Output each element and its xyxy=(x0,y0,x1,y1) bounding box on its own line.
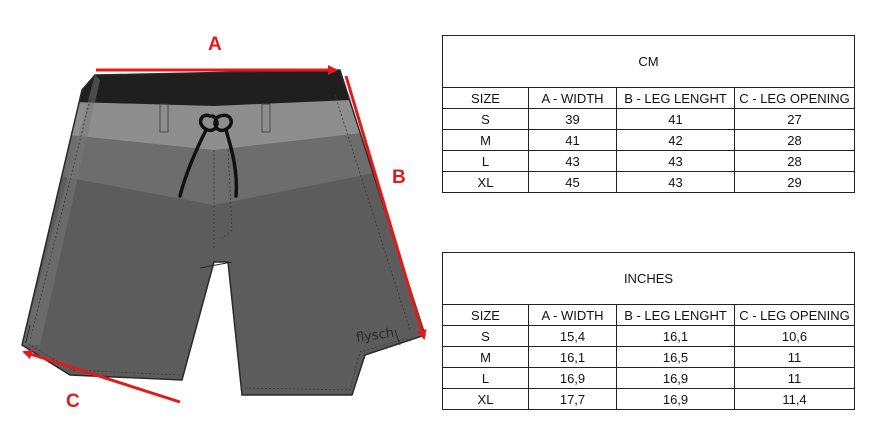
table-row: XL 45 43 29 xyxy=(442,171,856,193)
table-cell: 42 xyxy=(616,129,735,151)
table-cell: 45 xyxy=(528,171,617,193)
column-header-leg-opening: C - LEG OPENING xyxy=(734,304,855,326)
table-cell: S xyxy=(442,108,529,130)
table-cell: 28 xyxy=(733,150,856,172)
column-header-width: A - WIDTH xyxy=(528,304,617,326)
column-header-leg-length: B - LEG LENGHT xyxy=(616,87,735,109)
table-row: S 15,4 16,1 10,6 xyxy=(442,325,855,347)
table-row: M 16,1 16,5 11 xyxy=(442,346,855,368)
shorts-waistband xyxy=(22,70,425,106)
table-cell: 41 xyxy=(616,108,735,130)
table-cell: 43 xyxy=(528,150,617,172)
table-cell: 16,1 xyxy=(616,325,735,347)
label-a: A xyxy=(208,34,222,55)
table-cell: S xyxy=(442,325,529,347)
label-c: C xyxy=(66,391,80,412)
table-cell: M xyxy=(442,346,529,368)
column-header-size: SIZE xyxy=(442,304,529,326)
table-cell: 17,7 xyxy=(528,388,617,410)
table-cell: 39 xyxy=(528,108,617,130)
table-cell: 16,9 xyxy=(528,367,617,389)
table-cell: L xyxy=(442,367,529,389)
table-row: L 43 43 28 xyxy=(442,150,856,172)
table-cell: 11 xyxy=(734,367,855,389)
table-row: M 41 42 28 xyxy=(442,129,856,151)
table-cell: XL xyxy=(442,171,529,193)
brand-logo: flysch xyxy=(355,326,395,346)
shorts-body xyxy=(22,70,425,395)
column-header-size: SIZE xyxy=(442,87,529,109)
table-cell: 10,6 xyxy=(734,325,855,347)
table-cell: 16,9 xyxy=(616,367,735,389)
table-unit-title: CM xyxy=(441,35,856,88)
table-cell: 16,1 xyxy=(528,346,617,368)
table-cell: 15,4 xyxy=(528,325,617,347)
table-cell: 27 xyxy=(733,108,856,130)
column-header-leg-opening: C - LEG OPENING xyxy=(733,87,856,109)
table-cell: 16,5 xyxy=(616,346,735,368)
label-b: B xyxy=(392,167,406,188)
stitching xyxy=(24,94,411,391)
table-row: L 16,9 16,9 11 xyxy=(442,367,855,389)
size-table-cm: CM SIZE A - WIDTH B - LEG LENGHT C - LEG… xyxy=(441,35,856,193)
drawstring xyxy=(178,113,239,198)
size-table-inches: INCHES SIZE A - WIDTH B - LEG LENGHT C -… xyxy=(442,252,855,410)
table-cell: L xyxy=(442,150,529,172)
table-cell: M xyxy=(442,129,529,151)
shorts-illustration: flysch A B C xyxy=(21,34,427,412)
table-row: XL 17,7 16,9 11,4 xyxy=(442,388,855,410)
table-cell: 43 xyxy=(616,171,735,193)
column-header-width: A - WIDTH xyxy=(528,87,617,109)
table-cell: XL xyxy=(442,388,529,410)
table-cell: 16,9 xyxy=(616,388,735,410)
leg-opening-arrow xyxy=(22,349,181,404)
table-unit-title: INCHES xyxy=(442,252,855,305)
column-header-leg-length: B - LEG LENGHT xyxy=(616,304,735,326)
table-cell: 11 xyxy=(734,346,855,368)
table-row: S 39 41 27 xyxy=(442,108,856,130)
table-cell: 43 xyxy=(616,150,735,172)
table-cell: 11,4 xyxy=(734,388,855,410)
leg-length-arrow xyxy=(344,75,427,340)
table-cell: 28 xyxy=(733,129,856,151)
table-cell: 29 xyxy=(733,171,856,193)
table-cell: 41 xyxy=(528,129,617,151)
